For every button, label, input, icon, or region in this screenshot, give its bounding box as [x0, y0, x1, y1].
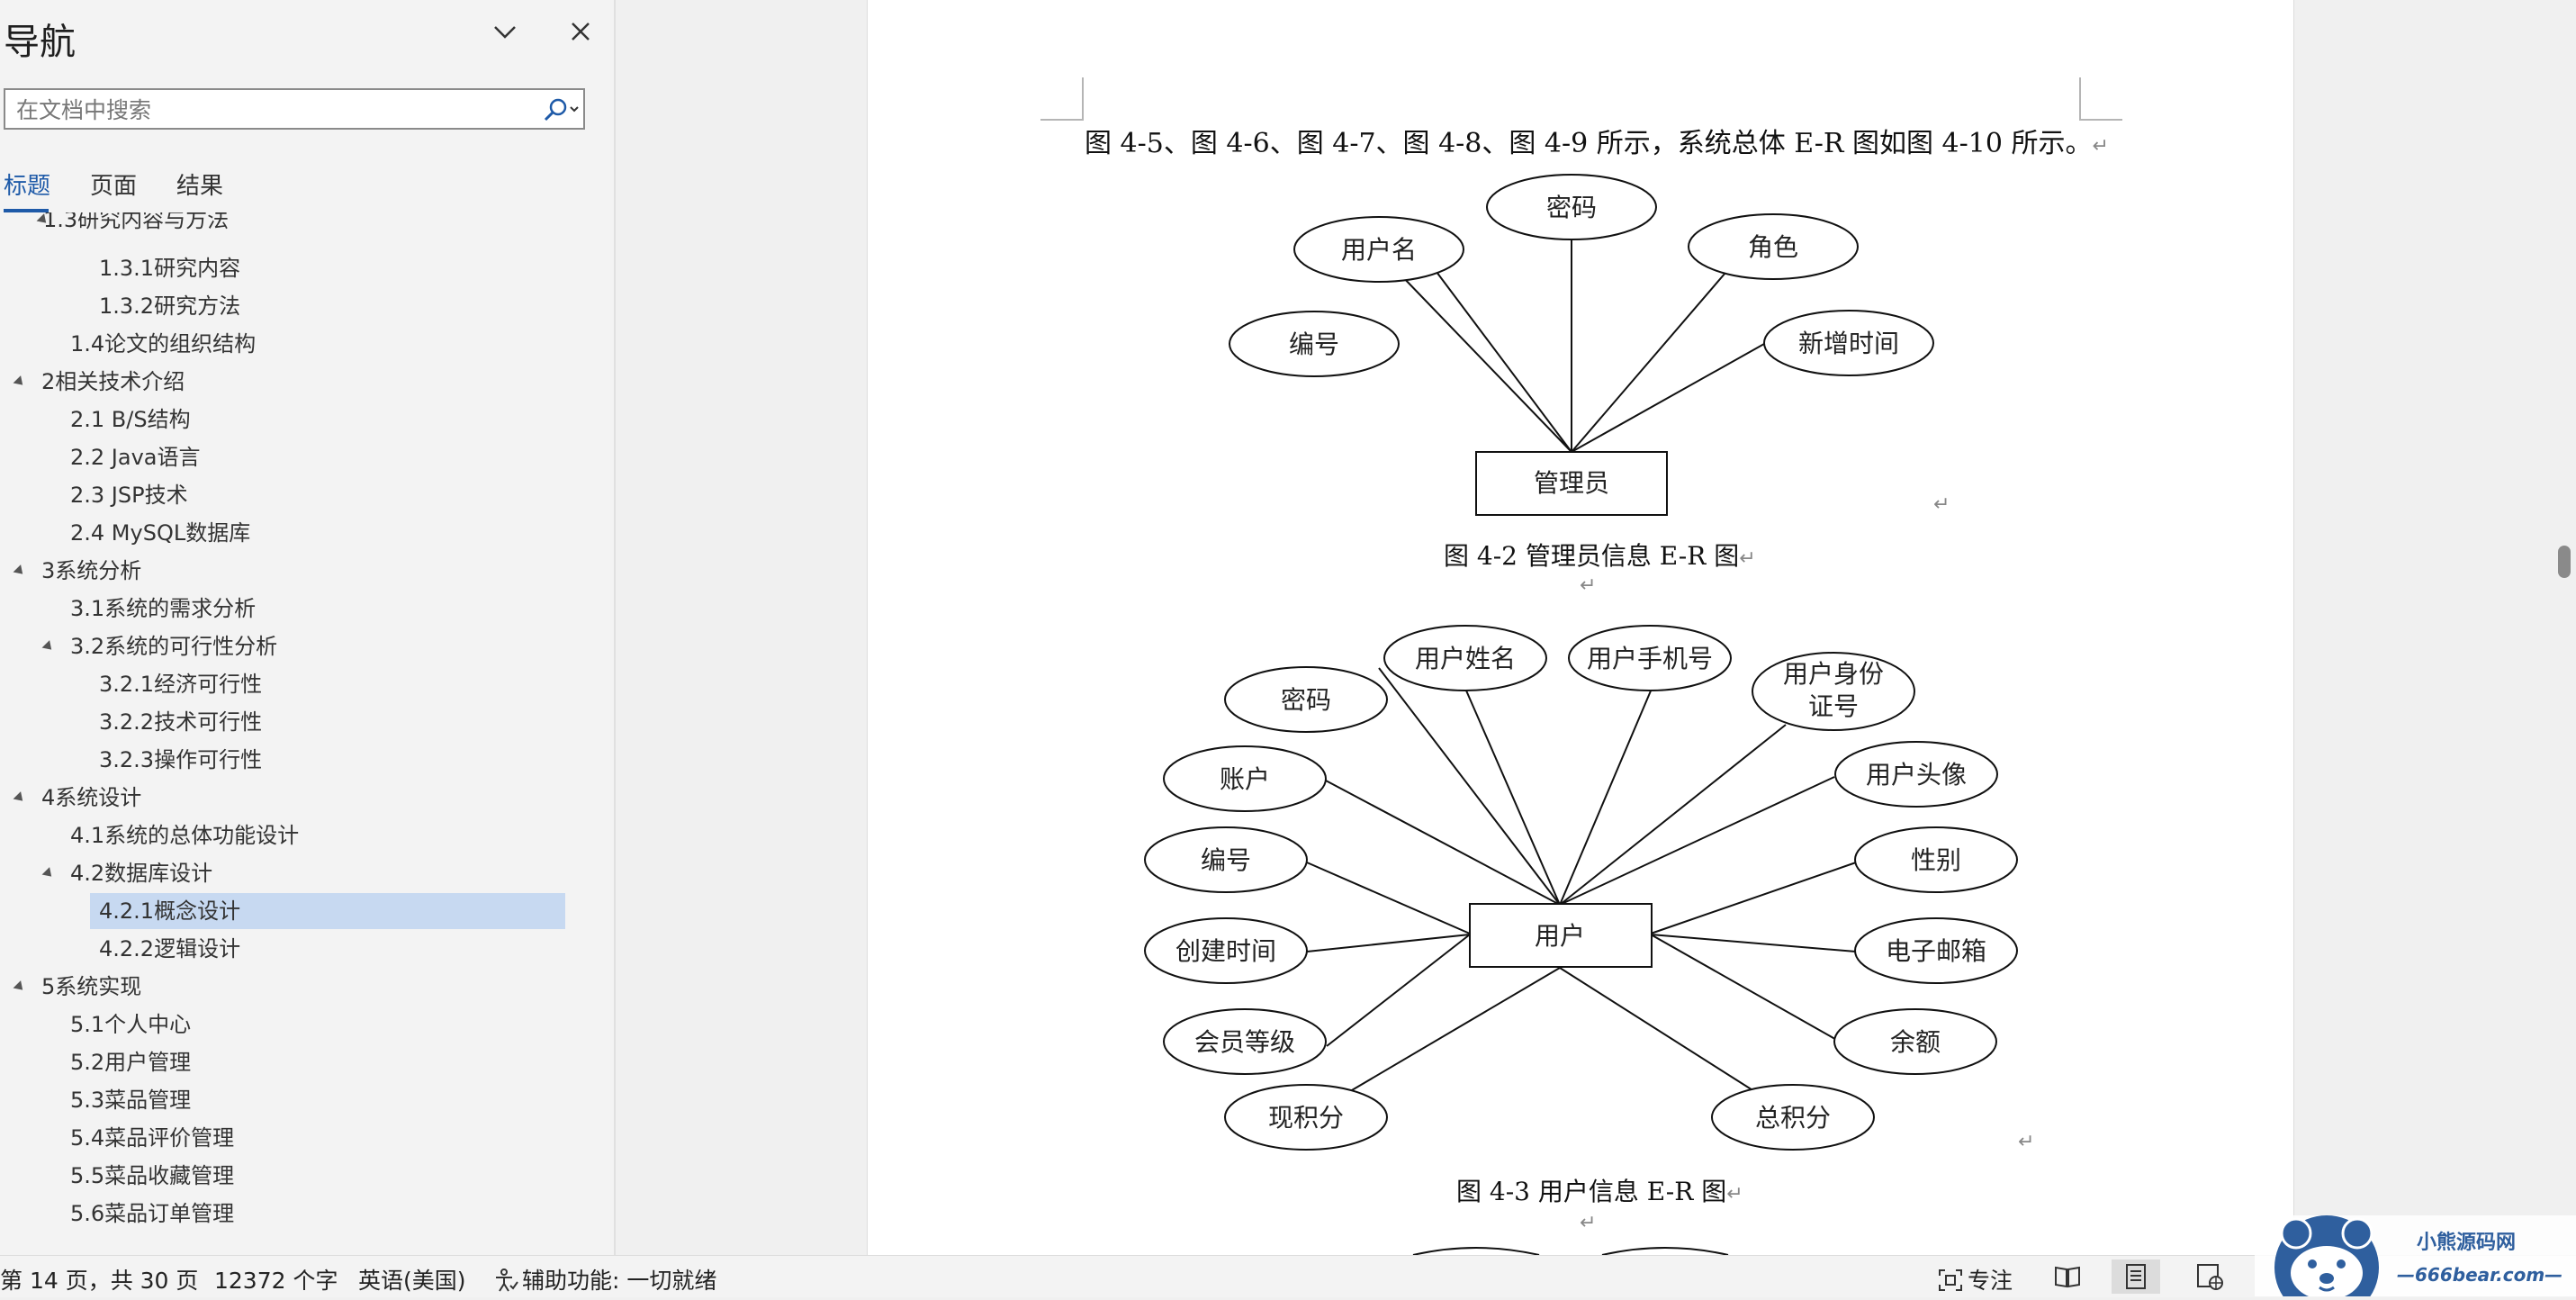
user-er-diagram: 用户 密码 用户姓名 用户手机号 用户身份 证号 账户 用户头像 编号 性别 创… [1144, 625, 2018, 1151]
attribute-label: 用户身份 [1783, 659, 1884, 689]
tree-item[interactable]: 3.2系统的可行性分析 [41, 628, 277, 664]
collapse-triangle-icon[interactable] [13, 564, 27, 578]
accessibility-icon [496, 1268, 518, 1292]
status-bar: 第 14 页，共 30 页 12372 个字 英语(美国) 辅助功能: 一切就绪… [0, 1255, 2576, 1297]
tree-item[interactable]: 1.3.2研究方法 [99, 293, 241, 319]
read-mode-icon [2055, 1266, 2080, 1288]
tree-item[interactable]: 2.3 JSP技术 [70, 483, 188, 508]
attribute-label: 用户头像 [1866, 760, 1967, 790]
collapse-triangle-icon[interactable] [13, 791, 27, 805]
search-icon[interactable] [536, 95, 581, 124]
attribute-label: 现积分 [1268, 1103, 1344, 1133]
vertical-scrollbar[interactable] [2553, 0, 2576, 1255]
tree-item[interactable]: 3.2.2技术可行性 [99, 709, 263, 735]
collapse-triangle-icon[interactable] [13, 375, 27, 389]
figure-caption: 图 4-2 管理员信息 E-R 图↵ [1444, 541, 1756, 571]
print-layout-button[interactable] [2112, 1259, 2160, 1294]
attribute-label: 用户名 [1341, 235, 1417, 265]
crop-mark [1040, 77, 1084, 121]
watermark-logo: 小熊源码网 —666bear.com— [2255, 1215, 2576, 1300]
attribute-label: 性别 [1911, 845, 1961, 875]
tree-item[interactable]: 2.2 Java语言 [70, 445, 201, 470]
focus-icon [1939, 1269, 1962, 1291]
attribute-label: 新增时间 [1798, 329, 1899, 358]
language-indicator[interactable]: 英语(美国) [358, 1268, 466, 1294]
tree-item[interactable]: 5系统实现 [13, 969, 141, 1005]
paragraph-mark: ↵ [1580, 574, 1597, 597]
collapse-triangle-icon[interactable] [13, 980, 27, 994]
search-box[interactable] [4, 88, 585, 130]
tree-item[interactable]: 4.1系统的总体功能设计 [70, 823, 300, 848]
tree-item[interactable]: 4.2.2逻辑设计 [99, 936, 241, 961]
attribute-label: 角色 [1748, 232, 1798, 262]
admin-er-diagram: 管理员 编号 用户名 密码 角色 新增时间 [1229, 174, 1934, 516]
paragraph-mark: ↵ [1580, 1212, 1597, 1234]
word-count[interactable]: 12372 个字 [214, 1268, 338, 1294]
close-icon[interactable] [565, 16, 596, 47]
paragraph-mark: ↵ [1933, 493, 1950, 516]
tab-results[interactable]: 结果 [176, 173, 224, 200]
attribute-label: 编号 [1201, 845, 1251, 875]
tree-item[interactable]: 3.2.3操作可行性 [99, 747, 263, 772]
attribute-label: 会员等级 [1194, 1027, 1295, 1057]
collapse-triangle-icon[interactable] [41, 867, 56, 880]
chevron-down-icon[interactable] [490, 16, 520, 47]
attribute-label: 用户手机号 [1587, 644, 1713, 673]
entity-label: 用户 [1535, 921, 1585, 951]
tree-item[interactable]: 2.1 B/S结构 [70, 407, 191, 432]
tree-item[interactable]: 5.4菜品评价管理 [70, 1125, 235, 1151]
tree-item[interactable]: 1.3.1研究内容 [99, 256, 241, 281]
nav-title: 导航 [4, 22, 76, 63]
page-count[interactable]: 第 14 页，共 30 页 [0, 1268, 199, 1294]
attribute-label: 密码 [1546, 193, 1597, 222]
paragraph-mark: ↵ [2018, 1131, 2035, 1153]
attribute-label: 用户姓名 [1415, 644, 1516, 673]
tab-pages[interactable]: 页面 [90, 173, 138, 200]
search-input[interactable] [14, 95, 522, 124]
tree-item[interactable]: 1.3研究内容与方法 [36, 212, 229, 238]
read-mode-button[interactable] [2043, 1259, 2092, 1294]
attribute-label: 创建时间 [1175, 936, 1276, 966]
heading-tree: 1.3研究内容与方法 1.3.1研究内容 1.3.2研究方法 1.4论文的组织结… [0, 212, 612, 1248]
focus-button[interactable]: 专注 [1937, 1263, 2013, 1295]
tree-item-selected[interactable]: 4.2.1概念设计 [90, 893, 565, 929]
collapse-triangle-icon[interactable] [41, 640, 56, 654]
body-text-line[interactable]: 图 4-5、图 4-6、图 4-7、图 4-8、图 4-9 所示，系统总体 E-… [1085, 128, 2109, 159]
web-layout-icon [2197, 1264, 2223, 1290]
tree-item[interactable]: 3.1系统的需求分析 [70, 596, 257, 621]
attribute-label: 证号 [1808, 691, 1859, 721]
crop-mark [2079, 77, 2122, 121]
tab-headings[interactable]: 标题 [4, 173, 51, 200]
accessibility-status[interactable]: 辅助功能: 一切就绪 [493, 1263, 716, 1295]
tree-item[interactable]: 2.4 MySQL数据库 [70, 520, 251, 546]
web-layout-button[interactable] [2185, 1259, 2234, 1294]
next-diagram-partial [1412, 1247, 1729, 1255]
tab-underline [4, 209, 49, 212]
figure-caption: 图 4-3 用户信息 E-R 图↵ [1456, 1177, 1743, 1206]
attribute-label: 账户 [1220, 764, 1270, 794]
tree-item[interactable]: 5.6菜品订单管理 [70, 1201, 235, 1226]
tree-item[interactable]: 3系统分析 [13, 553, 141, 589]
navigation-pane: 导航 标题 页面 结果 1.3研究内容与方法 1.3.1研究内容 1.3.2研究… [0, 0, 616, 1255]
attribute-label: 余额 [1890, 1027, 1941, 1057]
entity-label: 管理员 [1534, 468, 1609, 498]
attribute-label: 总积分 [1755, 1103, 1831, 1133]
attribute-label: 电子邮箱 [1886, 936, 1986, 966]
tree-item[interactable]: 1.4论文的组织结构 [70, 331, 257, 357]
tree-item[interactable]: 5.5菜品收藏管理 [70, 1163, 235, 1188]
tree-item[interactable]: 2相关技术介绍 [13, 364, 185, 400]
scrollbar-thumb[interactable] [2558, 546, 2571, 578]
attribute-label: 密码 [1281, 685, 1331, 715]
tree-item[interactable]: 3.2.1经济可行性 [99, 672, 263, 697]
tree-item[interactable]: 4.2数据库设计 [41, 855, 212, 891]
attribute-label: 编号 [1289, 330, 1339, 359]
tree-item[interactable]: 5.3菜品管理 [70, 1088, 192, 1113]
tree-item[interactable]: 5.2用户管理 [70, 1050, 192, 1075]
tree-item[interactable]: 4系统设计 [13, 780, 141, 816]
tree-item[interactable]: 5.1个人中心 [70, 1012, 192, 1037]
print-layout-icon [2126, 1264, 2146, 1289]
